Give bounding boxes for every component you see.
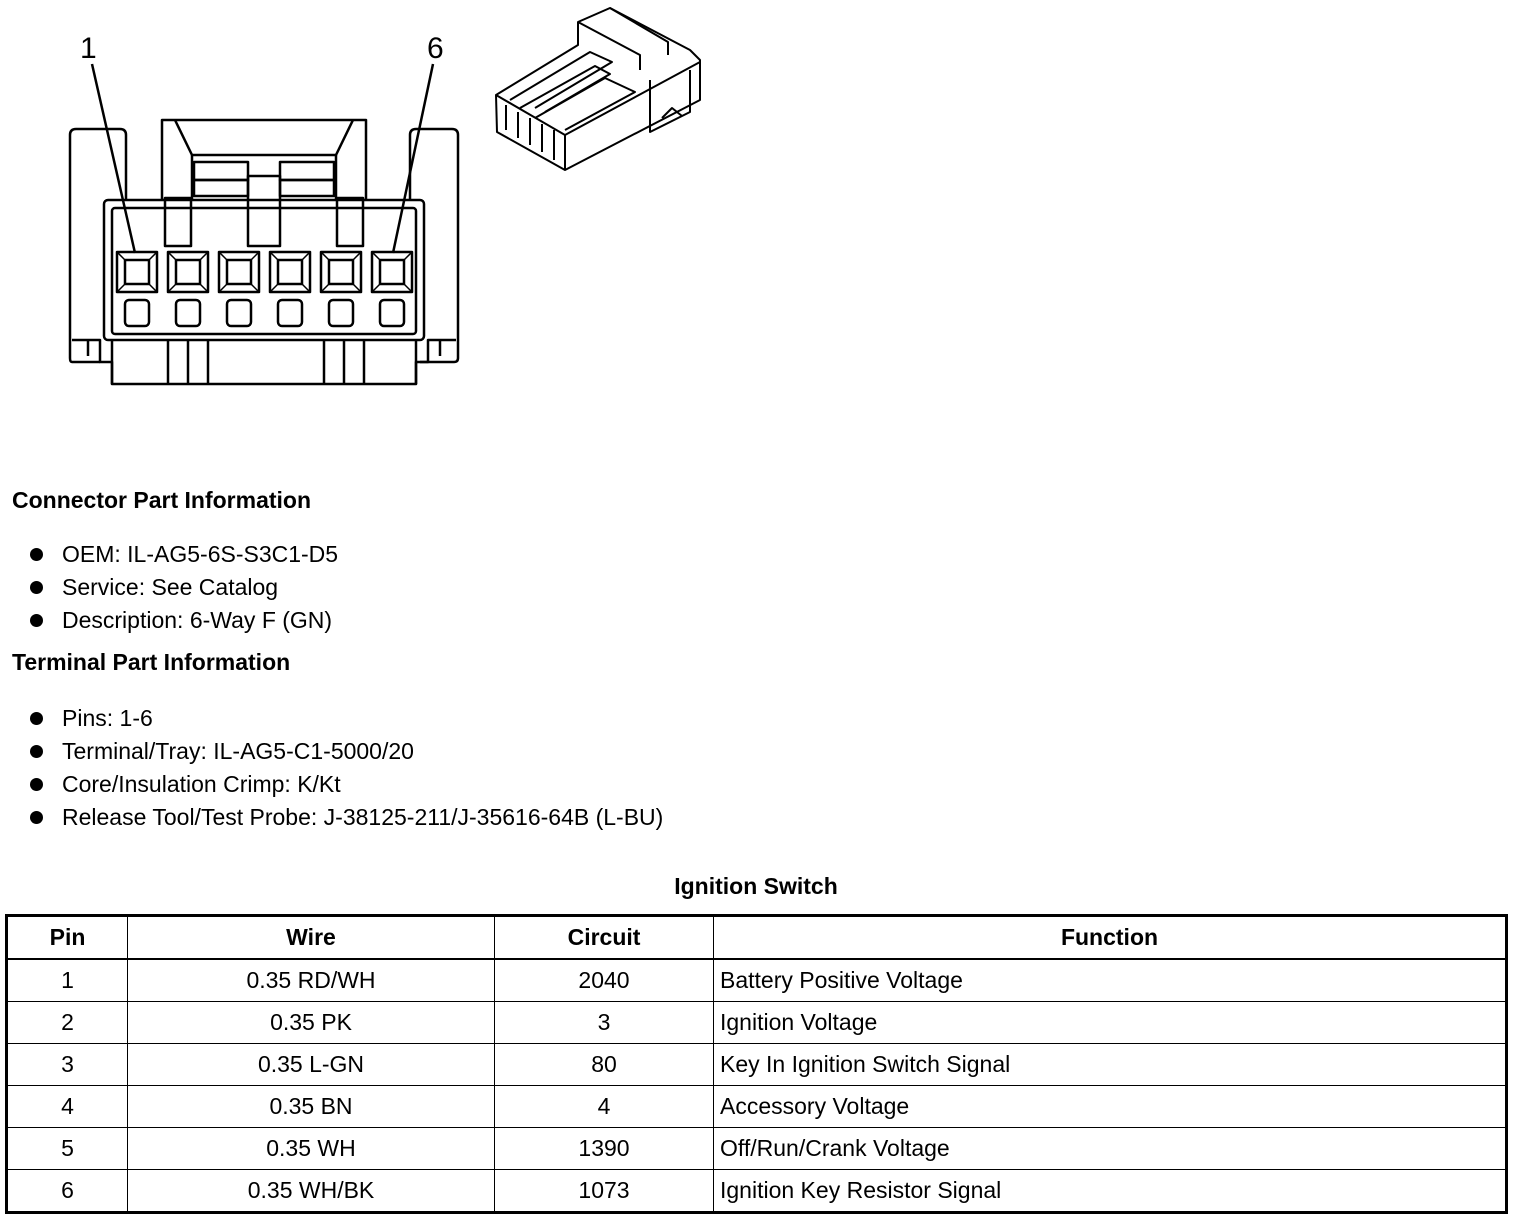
bullet-icon — [30, 581, 43, 594]
terminal-cavity-1 — [115, 250, 159, 294]
leader-line-pin-6 — [391, 63, 435, 254]
lock-slot — [174, 298, 202, 328]
terminal-cavity-3 — [217, 250, 261, 294]
function-cell: Battery Positive Voltage — [713, 958, 1507, 1002]
list-item: Terminal/Tray: IL-AG5-C1-5000/20 — [0, 735, 663, 768]
circuit-cell: 4 — [494, 1085, 714, 1128]
circuit-cell: 1390 — [494, 1127, 714, 1170]
lock-slot — [327, 298, 355, 328]
connector-front-view — [68, 118, 460, 386]
terminal-cavity-4 — [268, 250, 312, 294]
bullet-icon — [30, 778, 43, 791]
circuit-cell: 2040 — [494, 958, 714, 1002]
pin-label-1: 1 — [80, 32, 97, 65]
function-cell: Key In Ignition Switch Signal — [713, 1043, 1507, 1086]
list-item: Release Tool/Test Probe: J-38125-211/J-3… — [0, 801, 663, 834]
terminal-cavity-5 — [319, 250, 363, 294]
column-header-function: Function — [713, 915, 1507, 960]
wire-cell: 0.35 RD/WH — [127, 958, 495, 1002]
connector-info-heading: Connector Part Information — [12, 487, 312, 513]
list-item: Pins: 1-6 — [0, 702, 663, 735]
pin-cell: 2 — [6, 1001, 128, 1044]
function-cell: Ignition Voltage — [713, 1001, 1507, 1044]
column-header-circuit: Circuit — [494, 915, 714, 960]
list-item: OEM: IL-AG5-6S-S3C1-D5 — [0, 538, 338, 571]
leader-line-pin-1 — [90, 63, 137, 254]
table-header-row: Pin Wire Circuit Function — [6, 915, 1507, 960]
function-cell: Off/Run/Crank Voltage — [713, 1127, 1507, 1170]
secondary-lock-slots — [123, 298, 406, 328]
bullet-icon — [30, 712, 43, 725]
connector-info-list: OEM: IL-AG5-6S-S3C1-D5 Service: See Cata… — [0, 538, 338, 637]
wire-cell: 0.35 L-GN — [127, 1043, 495, 1086]
circuit-cell: 1073 — [494, 1169, 714, 1213]
table-title: Ignition Switch — [674, 873, 838, 899]
connector-isometric-view — [495, 7, 701, 171]
wire-cell: 0.35 BN — [127, 1085, 495, 1128]
lock-slot — [378, 298, 406, 328]
circuit-cell: 80 — [494, 1043, 714, 1086]
lock-slot — [123, 298, 151, 328]
terminal-info-heading: Terminal Part Information — [12, 649, 291, 675]
terminal-cavity-6 — [370, 250, 414, 294]
connector-diagram: 1 6 — [68, 7, 701, 386]
terminal-cavity-2 — [166, 250, 210, 294]
list-item: Core/Insulation Crimp: K/Kt — [0, 768, 663, 801]
pin-label-6: 6 — [427, 32, 444, 65]
column-header-wire: Wire — [127, 915, 495, 960]
column-header-pin: Pin — [6, 915, 128, 960]
circuit-cell: 3 — [494, 1001, 714, 1044]
pin-cell: 3 — [6, 1043, 128, 1086]
wire-cell: 0.35 WH — [127, 1127, 495, 1170]
list-item: Service: See Catalog — [0, 571, 338, 604]
wire-cell: 0.35 WH/BK — [127, 1169, 495, 1213]
bullet-icon — [30, 614, 43, 627]
pin-cell: 5 — [6, 1127, 128, 1170]
bullet-icon — [30, 548, 43, 561]
bullet-icon — [30, 745, 43, 758]
lock-slot — [276, 298, 304, 328]
function-cell: Accessory Voltage — [713, 1085, 1507, 1128]
pin-cell: 4 — [6, 1085, 128, 1128]
bullet-icon — [30, 811, 43, 824]
terminal-cavities — [115, 250, 414, 294]
terminal-info-list: Pins: 1-6 Terminal/Tray: IL-AG5-C1-5000/… — [0, 702, 663, 834]
pin-cell: 6 — [6, 1169, 128, 1213]
lock-slot — [225, 298, 253, 328]
function-cell: Ignition Key Resistor Signal — [713, 1169, 1507, 1213]
list-item: Description: 6-Way F (GN) — [0, 604, 338, 637]
wire-cell: 0.35 PK — [127, 1001, 495, 1044]
pin-cell: 1 — [6, 958, 128, 1002]
